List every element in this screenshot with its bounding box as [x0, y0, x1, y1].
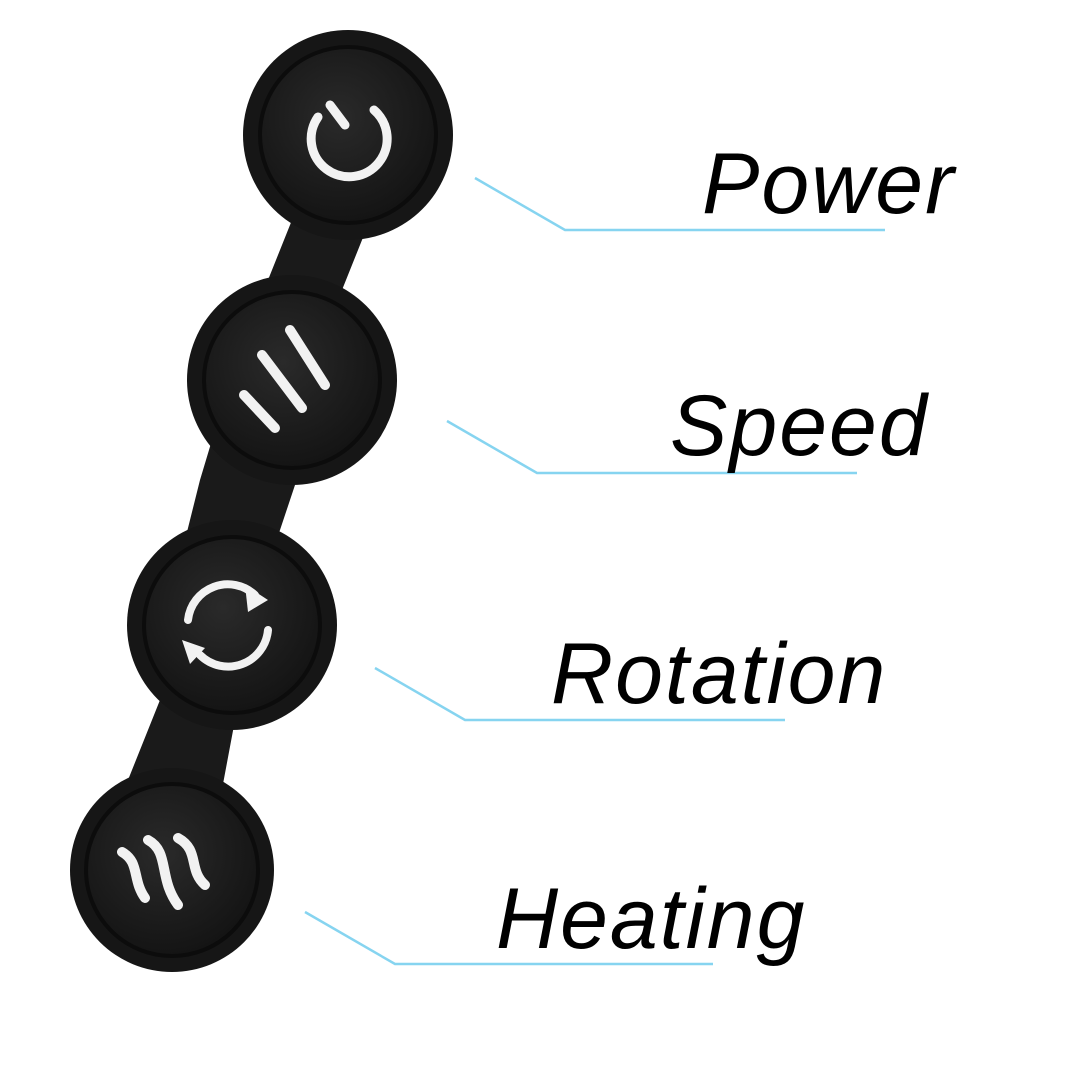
label-speed: Speed	[670, 378, 929, 474]
button-rotation[interactable]	[142, 535, 322, 715]
label-power: Power	[702, 136, 956, 232]
label-heating: Heating	[496, 871, 807, 967]
power-icon	[306, 100, 392, 182]
button-heating[interactable]	[84, 782, 260, 958]
leader-line-power	[474, 176, 885, 232]
button-speed[interactable]	[202, 290, 382, 470]
heating-waves-icon	[117, 833, 210, 910]
leader-line-speed	[446, 419, 857, 475]
leader-line-heating	[304, 910, 713, 966]
leader-line-rotation	[374, 666, 785, 722]
rotation-arrows-icon	[182, 580, 272, 671]
label-rotation: Rotation	[551, 626, 888, 722]
button-power[interactable]	[258, 45, 438, 225]
speed-lines-icon	[239, 325, 330, 433]
